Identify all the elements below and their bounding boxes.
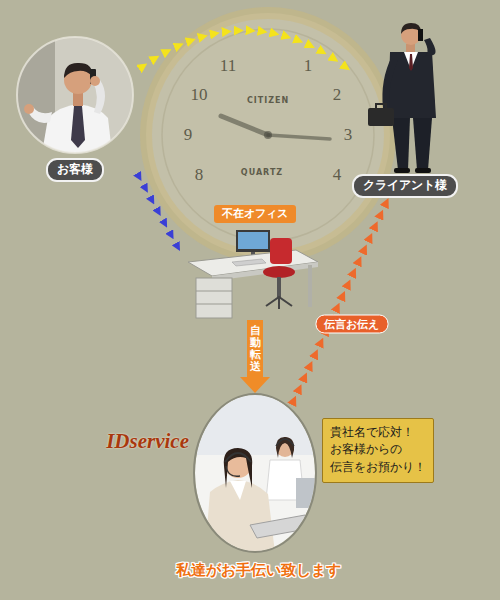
client-figure	[368, 23, 436, 173]
monitor	[236, 230, 270, 252]
office-node: 不在オフィス	[180, 205, 330, 320]
photo-ground	[17, 37, 133, 153]
tie	[71, 106, 85, 148]
message-label: 伝言お伝え	[315, 314, 388, 333]
service-logo: IDservice	[106, 429, 189, 454]
hand	[90, 76, 100, 86]
clock-numeral: 3	[344, 125, 353, 145]
clock-numeral: 11	[220, 56, 236, 76]
desk-leg	[308, 265, 312, 307]
clock-illustration	[146, 13, 390, 257]
transfer-arrow	[247, 320, 263, 378]
clock-numeral: 9	[184, 125, 193, 145]
headset-mic	[226, 466, 240, 476]
hand	[24, 104, 34, 114]
callout-text: 貴社名で応対！ お客様からの 伝言をお預かり！	[330, 424, 426, 476]
arm	[382, 56, 398, 108]
operator-photo	[195, 395, 318, 553]
circle-outline	[194, 394, 316, 552]
tie	[409, 54, 413, 71]
keyboard	[232, 259, 266, 266]
clock-face	[146, 13, 390, 257]
keyboard	[250, 515, 312, 538]
leg	[392, 118, 410, 170]
headset	[276, 439, 294, 446]
chair-back	[270, 238, 292, 264]
shoe	[415, 168, 431, 173]
operator-jacket	[205, 480, 275, 553]
call-forward-arrow	[135, 169, 180, 251]
shirt	[404, 52, 418, 70]
clock-numeral: 10	[191, 85, 208, 105]
client-label: クライアント様	[352, 174, 458, 198]
briefcase	[368, 108, 394, 126]
hour-hand	[221, 116, 268, 135]
callout-box: 貴社名で応対！ お客様からの 伝言をお預かり！	[322, 418, 434, 483]
chair-base	[266, 297, 292, 309]
photo-rim	[17, 37, 133, 153]
arm	[422, 38, 436, 58]
transfer-label: 自動転送	[248, 323, 263, 375]
clock-numeral: 8	[195, 165, 204, 185]
clock-ring	[162, 29, 374, 241]
customer-photo	[17, 37, 133, 153]
screen	[238, 232, 268, 249]
message-arrow	[291, 198, 389, 407]
shoe	[394, 168, 410, 173]
service-circle: IDservice	[193, 393, 317, 553]
clock-numeral: 2	[333, 85, 342, 105]
headset	[225, 453, 251, 462]
clock-brand: QUARTZ	[241, 168, 283, 177]
operator-collar	[230, 481, 246, 500]
slogan: 私達がお手伝い致します	[176, 561, 341, 580]
office-label: 不在オフィス	[214, 205, 296, 223]
drawer-unit	[196, 278, 232, 318]
chair-seat	[263, 266, 295, 278]
clock-pin	[264, 131, 272, 139]
briefcase-handle	[376, 104, 386, 108]
drawer-line	[196, 291, 232, 292]
office-desk	[188, 230, 318, 318]
customer-label: お客様	[46, 158, 104, 182]
call-arrow	[135, 31, 350, 73]
hair	[64, 63, 92, 78]
chair-pole	[277, 277, 281, 297]
client-node: クライアント様	[350, 10, 460, 198]
clock-numeral: 4	[333, 165, 342, 185]
operator-hair	[224, 448, 252, 488]
customer-node: お客様	[15, 25, 135, 182]
photo-wall	[195, 395, 315, 455]
clock-numeral: 1	[304, 56, 313, 76]
phone	[418, 29, 423, 41]
minute-hand	[268, 135, 330, 139]
circle-outline	[193, 393, 317, 553]
clock-brand: CITIZEN	[247, 96, 289, 105]
drawer-line	[196, 304, 232, 305]
leg	[413, 118, 432, 170]
operator-hair	[276, 437, 294, 458]
